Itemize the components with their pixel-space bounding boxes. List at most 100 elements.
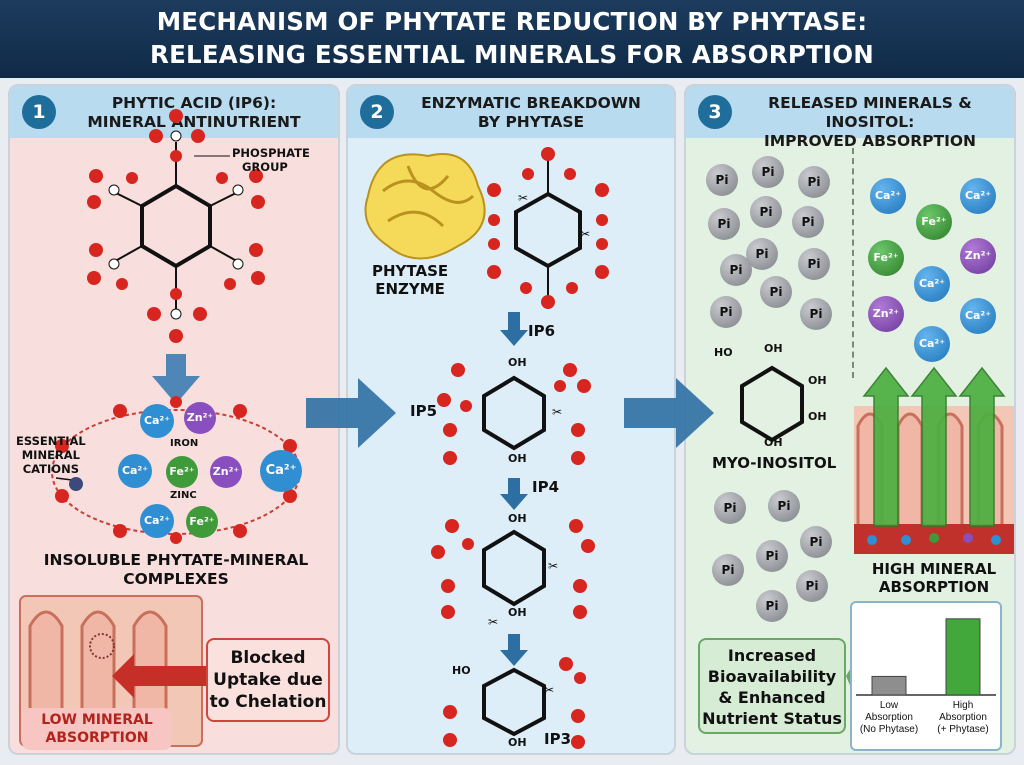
chart-category-label: Low xyxy=(880,700,899,711)
phosphate-ion: Pi xyxy=(712,554,744,586)
ip6-molecule: ✂ ✂ xyxy=(487,147,609,309)
scissors-icon: ✂ xyxy=(580,227,590,241)
phosphate-ion: Pi xyxy=(756,540,788,572)
essential-cations-label: ESSENTIAL MINERAL CATIONS xyxy=(16,434,86,476)
phosphate-ion-cluster: Pi Pi Pi Pi Pi Pi Pi Pi Pi Pi Pi Pi xyxy=(706,156,856,406)
phytase-enzyme-label: PHYTASE ENZYME xyxy=(372,262,449,298)
ip4-label: IP4 xyxy=(532,478,560,496)
panel-2-header: 2 ENZYMATIC BREAKDOWN BY PHYTASE xyxy=(348,86,674,138)
iron-label: IRON xyxy=(170,438,199,449)
chart-category-label: Absorption xyxy=(865,712,913,723)
hydroxyl-label: OH xyxy=(508,606,527,619)
chart-category-label: (+ Phytase) xyxy=(937,724,988,735)
panel-released-minerals: 3 RELEASED MINERALS & INOSITOL: IMPROVED… xyxy=(684,84,1016,755)
phosphate-group-label: PHOSPHATE GROUP xyxy=(232,146,310,174)
chart-category-label: (No Phytase) xyxy=(860,724,918,735)
ip3-molecule: ✂ xyxy=(443,657,586,749)
phytase-enzyme-icon xyxy=(364,153,486,260)
phosphate-ion: Pi xyxy=(706,164,738,196)
ip6-label: IP6 xyxy=(528,322,556,340)
phosphate-ion: Pi xyxy=(720,254,752,286)
iron-ion: Fe²⁺ xyxy=(868,240,904,276)
title-banner: MECHANISM OF PHYTATE REDUCTION BY PHYTAS… xyxy=(0,0,1024,78)
iron-ion: Fe²⁺ xyxy=(916,204,952,240)
phosphate-ion: Pi xyxy=(708,208,740,240)
phosphate-ion: Pi xyxy=(796,570,828,602)
panel-3-heading-line-2: IMPROVED ABSORPTION xyxy=(763,132,977,150)
insoluble-complex-label: INSOLUBLE PHYTATE-MINERAL COMPLEXES xyxy=(43,551,309,588)
calcium-ion: Ca²⁺ xyxy=(140,504,174,538)
chart-bar xyxy=(871,675,907,696)
zinc-label: ZINC xyxy=(170,490,197,501)
ip5-label: IP5 xyxy=(410,402,438,420)
phosphate-ion: Pi xyxy=(710,296,742,328)
phosphate-ion: Pi xyxy=(756,590,788,622)
svg-text:✂: ✂ xyxy=(544,683,554,697)
title-line-2: RELEASING ESSENTIAL MINERALS FOR ABSORPT… xyxy=(150,40,874,69)
phosphate-ion: Pi xyxy=(800,526,832,558)
phosphate-ion: Pi xyxy=(750,196,782,228)
calcium-ion: Ca²⁺ xyxy=(260,450,302,492)
hydroxyl-label: OH xyxy=(764,342,783,355)
panel-phytic-acid: 1 PHYTIC ACID (IP6): MINERAL ANTINUTRIEN… xyxy=(8,84,340,755)
chart-category-label: High xyxy=(953,700,974,711)
panel-3-graphics xyxy=(740,365,1014,690)
phosphate-ion: Pi xyxy=(714,492,746,524)
high-absorption-label: HIGH MINERAL ABSORPTION xyxy=(871,560,997,596)
phosphate-ion-cluster: Pi Pi Pi Pi Pi Pi Pi xyxy=(704,490,844,630)
ip4-molecule: ✂ ✂ xyxy=(431,519,595,629)
hydroxyl-label: OH xyxy=(764,436,783,449)
svg-text:✂: ✂ xyxy=(552,405,562,419)
upward-absorption-arrows xyxy=(862,366,1006,527)
hydroxyl-label: OH xyxy=(508,512,527,525)
panel-3-heading-line-1: RELEASED MINERALS & INOSITOL: xyxy=(768,94,972,131)
hydroxyl-label: OH xyxy=(808,410,827,423)
phosphate-ion: Pi xyxy=(800,298,832,330)
svg-text:✂: ✂ xyxy=(548,559,558,573)
low-absorption-label: LOW MINERAL ABSORPTION xyxy=(22,708,172,750)
chart-bar xyxy=(945,618,981,696)
title-line-1: MECHANISM OF PHYTATE REDUCTION BY PHYTAS… xyxy=(156,7,868,36)
calcium-ion: Ca²⁺ xyxy=(914,326,950,362)
hydroxyl-label: OH xyxy=(808,374,827,387)
panel-1-heading-line-1: PHYTIC ACID (IP6): xyxy=(111,94,277,112)
panel-3-header: 3 RELEASED MINERALS & INOSITOL: IMPROVED… xyxy=(686,86,1014,150)
myo-inositol-label: MYO-INOSITOL xyxy=(712,454,837,472)
calcium-ion: Ca²⁺ xyxy=(914,266,950,302)
phosphate-ion: Pi xyxy=(768,490,800,522)
phosphate-ion: Pi xyxy=(792,206,824,238)
bioavailability-callout: Increased Bioavailability & Enhanced Nut… xyxy=(698,638,846,734)
zinc-ion: Zn²⁺ xyxy=(210,456,242,488)
myo-inositol-molecule xyxy=(740,365,804,443)
calcium-ion: Ca²⁺ xyxy=(140,404,174,438)
panel-enzymatic-breakdown: 2 ENZYMATIC BREAKDOWN BY PHYTASE ✂ ✂ xyxy=(346,84,676,755)
step-number-1: 1 xyxy=(22,95,56,129)
ip3-label: IP3 xyxy=(544,730,572,748)
calcium-ion: Ca²⁺ xyxy=(870,178,906,214)
calcium-ion: Ca²⁺ xyxy=(118,454,152,488)
hydroxyl-label: HO xyxy=(714,346,733,359)
hydroxyl-label: OH xyxy=(508,452,527,465)
scissors-icon: ✂ xyxy=(518,191,528,205)
phytate-breakdown-sequence: ✂ ✂ ✂ ✂ ✂ xyxy=(364,147,609,749)
divider xyxy=(852,148,854,378)
step-number-3: 3 xyxy=(698,95,732,129)
released-mineral-ions: Ca²⁺ Ca²⁺ Fe²⁺ Fe²⁺ Zn²⁺ Ca²⁺ Zn²⁺ Ca²⁺ … xyxy=(866,176,1011,362)
calcium-ion: Ca²⁺ xyxy=(960,178,996,214)
panel-2-heading-line-2: BY PHYTASE xyxy=(477,113,585,131)
calcium-ion: Ca²⁺ xyxy=(960,298,996,334)
step-number-2: 2 xyxy=(360,95,394,129)
panel-2-heading-line-1: ENZYMATIC BREAKDOWN xyxy=(421,94,641,112)
panel-1-header: 1 PHYTIC ACID (IP6): MINERAL ANTINUTRIEN… xyxy=(10,86,338,138)
hydroxyl-label: OH xyxy=(508,356,527,369)
hydroxyl-label: HO xyxy=(452,664,471,677)
zinc-ion: Zn²⁺ xyxy=(184,402,216,434)
zinc-ion: Zn²⁺ xyxy=(868,296,904,332)
panel-1-heading-line-2: MINERAL ANTINUTRIENT xyxy=(87,113,301,131)
iron-ion: Fe²⁺ xyxy=(166,456,198,488)
phosphate-ion: Pi xyxy=(752,156,784,188)
phosphate-ion: Pi xyxy=(798,248,830,280)
zinc-ion: Zn²⁺ xyxy=(960,238,996,274)
ip5-molecule: ✂ xyxy=(437,363,591,465)
